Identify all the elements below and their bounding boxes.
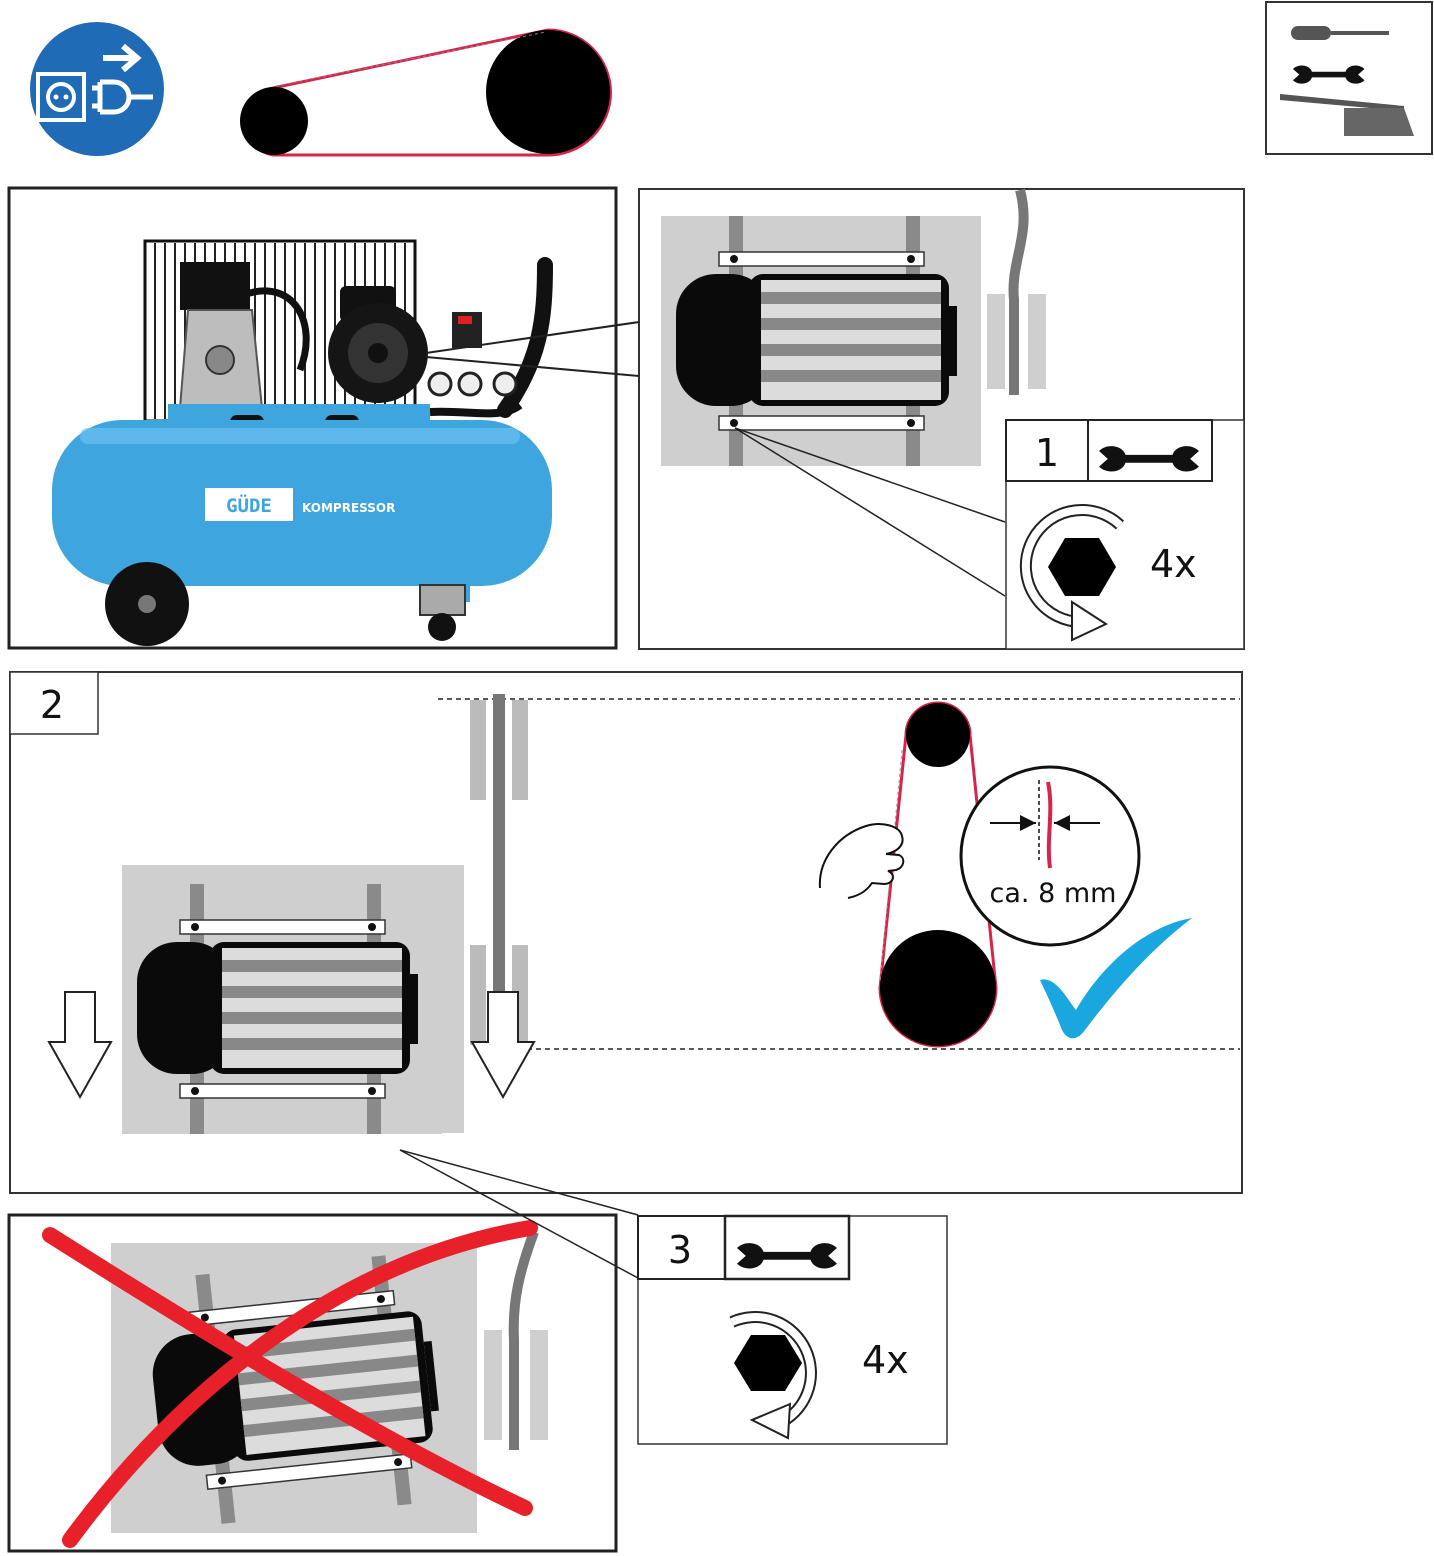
step2-panel: 2 bbox=[10, 672, 1242, 1193]
motor-top-view bbox=[661, 216, 981, 466]
deflection-label: ca. 8 mm bbox=[990, 878, 1117, 909]
wrong-position-panel bbox=[9, 1215, 616, 1551]
step1-repeat-count: 4x bbox=[1150, 542, 1197, 586]
step3-repeat-count: 4x bbox=[862, 1338, 909, 1382]
step3-number: 3 bbox=[668, 1228, 692, 1272]
product-label: KOMPRESSOR bbox=[302, 501, 395, 515]
belt-drive-icon bbox=[240, 30, 611, 155]
step1-number: 1 bbox=[1035, 431, 1059, 475]
compressor-panel: GÜDE KOMPRESSOR bbox=[9, 188, 616, 648]
step2-number: 2 bbox=[40, 683, 64, 727]
brand-logo: GÜDE bbox=[226, 493, 272, 517]
deflection-zoom-circle: ca. 8 mm bbox=[961, 767, 1139, 945]
tools-box bbox=[1266, 2, 1432, 154]
unplug-mandatory-icon bbox=[30, 22, 164, 156]
motor-top-view-shifted bbox=[122, 865, 464, 1134]
step3-panel: 3 4x bbox=[638, 1216, 947, 1444]
